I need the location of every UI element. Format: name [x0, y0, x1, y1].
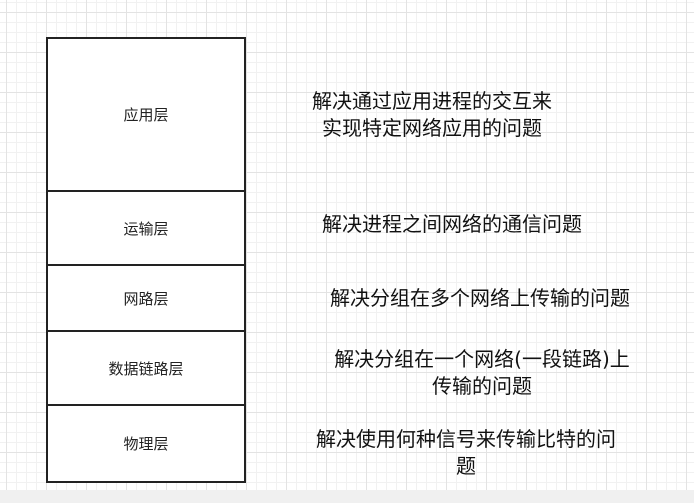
transport-layer-label: 运输层 [123, 219, 169, 238]
datalink-layer-label: 数据链路层 [108, 359, 184, 378]
network-layer-description: 解决分组在多个网络上传输的问题 [290, 285, 670, 312]
description-line: 实现特定网络应用的问题 [322, 116, 542, 140]
application-layer-description: 解决通过应用进程的交互来 实现特定网络应用的问题 [272, 88, 592, 142]
layer-stack: 应用层 运输层 网路层 数据链路层 物理层 [46, 37, 246, 483]
description-line: 解决分组在多个网络上传输的问题 [330, 286, 630, 310]
network-layer-label: 网路层 [123, 289, 169, 308]
description-line: 解决使用何种信号来传输比特的问 [316, 427, 616, 451]
description-line: 题 [456, 454, 476, 478]
description-line: 解决通过应用进程的交互来 [312, 89, 552, 113]
description-line: 传输的问题 [432, 374, 532, 398]
description-line: 解决分组在一个网络(一段链路)上 [334, 347, 630, 371]
network-layer-box: 网路层 [46, 264, 246, 332]
datalink-layer-box: 数据链路层 [46, 330, 246, 406]
physical-layer-description: 解决使用何种信号来传输比特的问 题 [276, 426, 656, 480]
application-layer-box: 应用层 [46, 37, 246, 192]
datalink-layer-description: 解决分组在一个网络(一段链路)上 传输的问题 [292, 346, 672, 400]
transport-layer-description: 解决进程之间网络的通信问题 [282, 211, 622, 238]
physical-layer-box: 物理层 [46, 404, 246, 483]
application-layer-label: 应用层 [123, 106, 169, 124]
description-line: 解决进程之间网络的通信问题 [322, 212, 582, 236]
bottom-strip [0, 490, 694, 503]
physical-layer-label: 物理层 [123, 435, 169, 453]
transport-layer-box: 运输层 [46, 190, 246, 266]
